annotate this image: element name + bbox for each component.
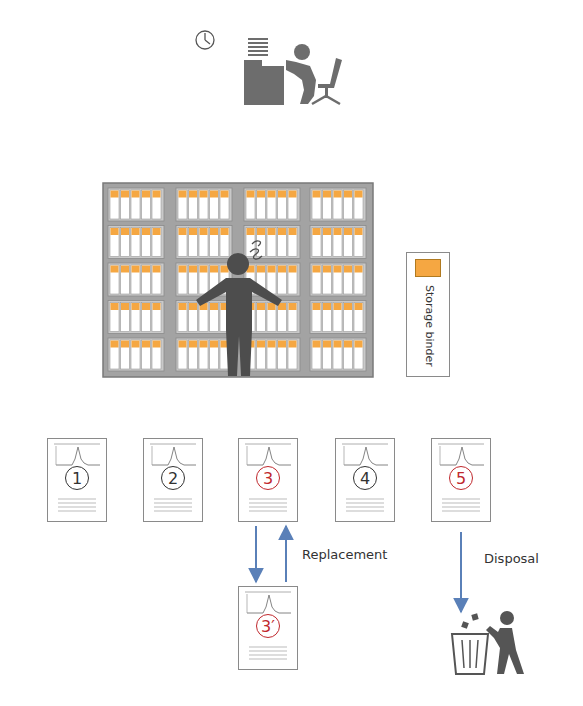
trash-icon xyxy=(452,611,524,674)
report-sheet: 3′ xyxy=(238,586,298,670)
report-sheet: 1 xyxy=(47,438,107,522)
report-sheet: 2 xyxy=(143,438,203,522)
report-sheet: 4 xyxy=(335,438,395,522)
report-sheet: 5 xyxy=(431,438,491,522)
replacement-arrow xyxy=(255,526,257,582)
replacement-arrow xyxy=(285,526,287,582)
disposal-arrow xyxy=(460,532,462,612)
sheet-number: 3 xyxy=(256,466,280,490)
legend-swatch xyxy=(415,259,441,277)
tired-worker-icon xyxy=(244,38,342,105)
sheet-number: 1 xyxy=(65,466,89,490)
storage-cabinet xyxy=(103,183,373,377)
sheet-number: 3′ xyxy=(256,614,280,638)
clock-icon xyxy=(196,31,214,49)
legend-text: Storage binder xyxy=(423,285,436,367)
searching-person-icon xyxy=(196,241,282,376)
legend-box: Storage binder xyxy=(406,252,450,377)
sheet-number: 5 xyxy=(449,466,473,490)
report-sheet: 3 xyxy=(238,438,298,522)
step-label: Disposal xyxy=(482,551,541,566)
sheet-number: 4 xyxy=(353,466,377,490)
edge-label: Replacement xyxy=(300,547,389,562)
sheet-number: 2 xyxy=(161,466,185,490)
